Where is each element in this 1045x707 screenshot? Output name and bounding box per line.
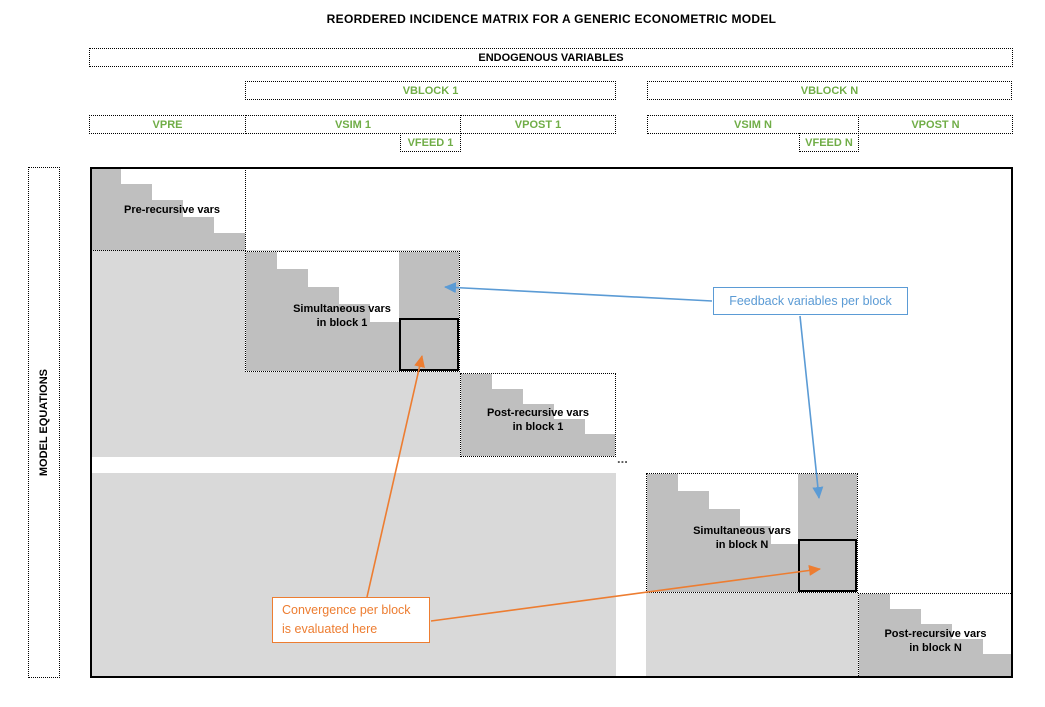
staircase-step (461, 374, 492, 456)
header-vpost-n-label: VPOST N (911, 118, 960, 131)
convergence-callout-line1: Convergence per block (282, 603, 411, 617)
header-vpost-1-label: VPOST 1 (514, 118, 562, 131)
staircase-step (214, 233, 245, 250)
convergence-square-block-1 (399, 318, 459, 371)
diagram-title: REORDERED INCIDENCE MATRIX FOR A GENERIC… (326, 12, 777, 26)
header-endogenous-variables: ENDOGENOUS VARIABLES (89, 48, 1013, 67)
axis-model-equations-label: MODEL EQUATIONS (38, 368, 50, 477)
header-vblock-1-label: VBLOCK 1 (402, 84, 459, 97)
staircase-step (183, 217, 214, 250)
staircase-step (859, 594, 890, 677)
staircase-step (585, 434, 615, 456)
simultaneous-block-n: Simultaneous vars in block N (646, 473, 858, 593)
convergence-callout: Convergence per block is evaluated here (272, 597, 430, 643)
feedback-callout-text: Feedback variables per block (729, 294, 892, 308)
post-recursive-block-n: Post-recursive vars in block N (858, 593, 1013, 678)
convergence-square-block-n (798, 539, 857, 592)
post-recursive-block-1-label-line1: Post-recursive vars (486, 407, 590, 419)
simultaneous-block-1-label-line2: in block 1 (316, 317, 368, 329)
staircase-step (554, 419, 585, 456)
dependency-band-block-n (646, 593, 858, 678)
simultaneous-block-n-label-line1: Simultaneous vars (693, 525, 791, 537)
post-recursive-block-n-label-line1: Post-recursive vars (884, 628, 987, 640)
pre-recursive-bottom-separator (90, 250, 246, 251)
staircase-step (246, 252, 277, 371)
post-recursive-block-1: Post-recursive vars in block 1 (460, 373, 616, 457)
axis-model-equations: MODEL EQUATIONS (28, 167, 60, 678)
staircase-step (492, 389, 523, 456)
staircase-step (308, 287, 339, 371)
header-vblock-1: VBLOCK 1 (245, 81, 616, 100)
header-vfeed-n-label: VFEED N (805, 136, 853, 149)
pre-recursive-label: Pre-recursive vars (123, 204, 220, 216)
dependency-band-lower (90, 473, 616, 678)
header-vblock-n: VBLOCK N (647, 81, 1012, 100)
header-vfeed-1: VFEED 1 (400, 133, 461, 152)
header-vsim-1: VSIM 1 (245, 115, 461, 134)
header-vblock-n-label: VBLOCK N (800, 84, 859, 97)
staircase-step (921, 624, 952, 677)
simultaneous-block-1: Simultaneous vars in block 1 (245, 251, 460, 372)
convergence-callout-line2: is evaluated here (282, 622, 378, 636)
staircase-step (523, 404, 554, 456)
staircase-step (277, 269, 308, 371)
incidence-matrix-area: Pre-recursive vars Simultaneous vars in … (90, 167, 1013, 678)
staircase-step (339, 304, 370, 371)
staircase-step (983, 654, 1012, 677)
simultaneous-block-1-label-line1: Simultaneous vars (293, 303, 391, 315)
header-vsim-n-label: VSIM N (734, 118, 772, 131)
post-recursive-block-1-label-line2: in block 1 (512, 421, 564, 433)
staircase-step (121, 184, 152, 250)
staircase-step (90, 167, 121, 250)
header-vfeed-1-label: VFEED 1 (407, 136, 454, 149)
feedback-callout: Feedback variables per block (713, 287, 908, 315)
header-endogenous-variables-label: ENDOGENOUS VARIABLES (478, 51, 624, 64)
pre-recursive-right-separator (245, 167, 246, 251)
staircase-step (890, 609, 921, 677)
simultaneous-block-n-label-line2: in block N (715, 539, 769, 551)
header-vpost-1: VPOST 1 (460, 115, 616, 134)
header-vsim-1-label: VSIM 1 (334, 118, 372, 131)
header-vsim-n: VSIM N (647, 115, 859, 134)
header-vpost-n: VPOST N (858, 115, 1013, 134)
staircase-step (952, 639, 983, 677)
feedback-column-block-1 (399, 252, 459, 371)
header-vpre-label: VPRE (152, 118, 183, 131)
blocks-ellipsis: ... (617, 451, 628, 466)
post-recursive-block-n-label-line2: in block N (909, 642, 962, 654)
staircase-step (152, 200, 183, 250)
header-vfeed-n: VFEED N (799, 133, 859, 152)
header-vpre: VPRE (89, 115, 246, 134)
